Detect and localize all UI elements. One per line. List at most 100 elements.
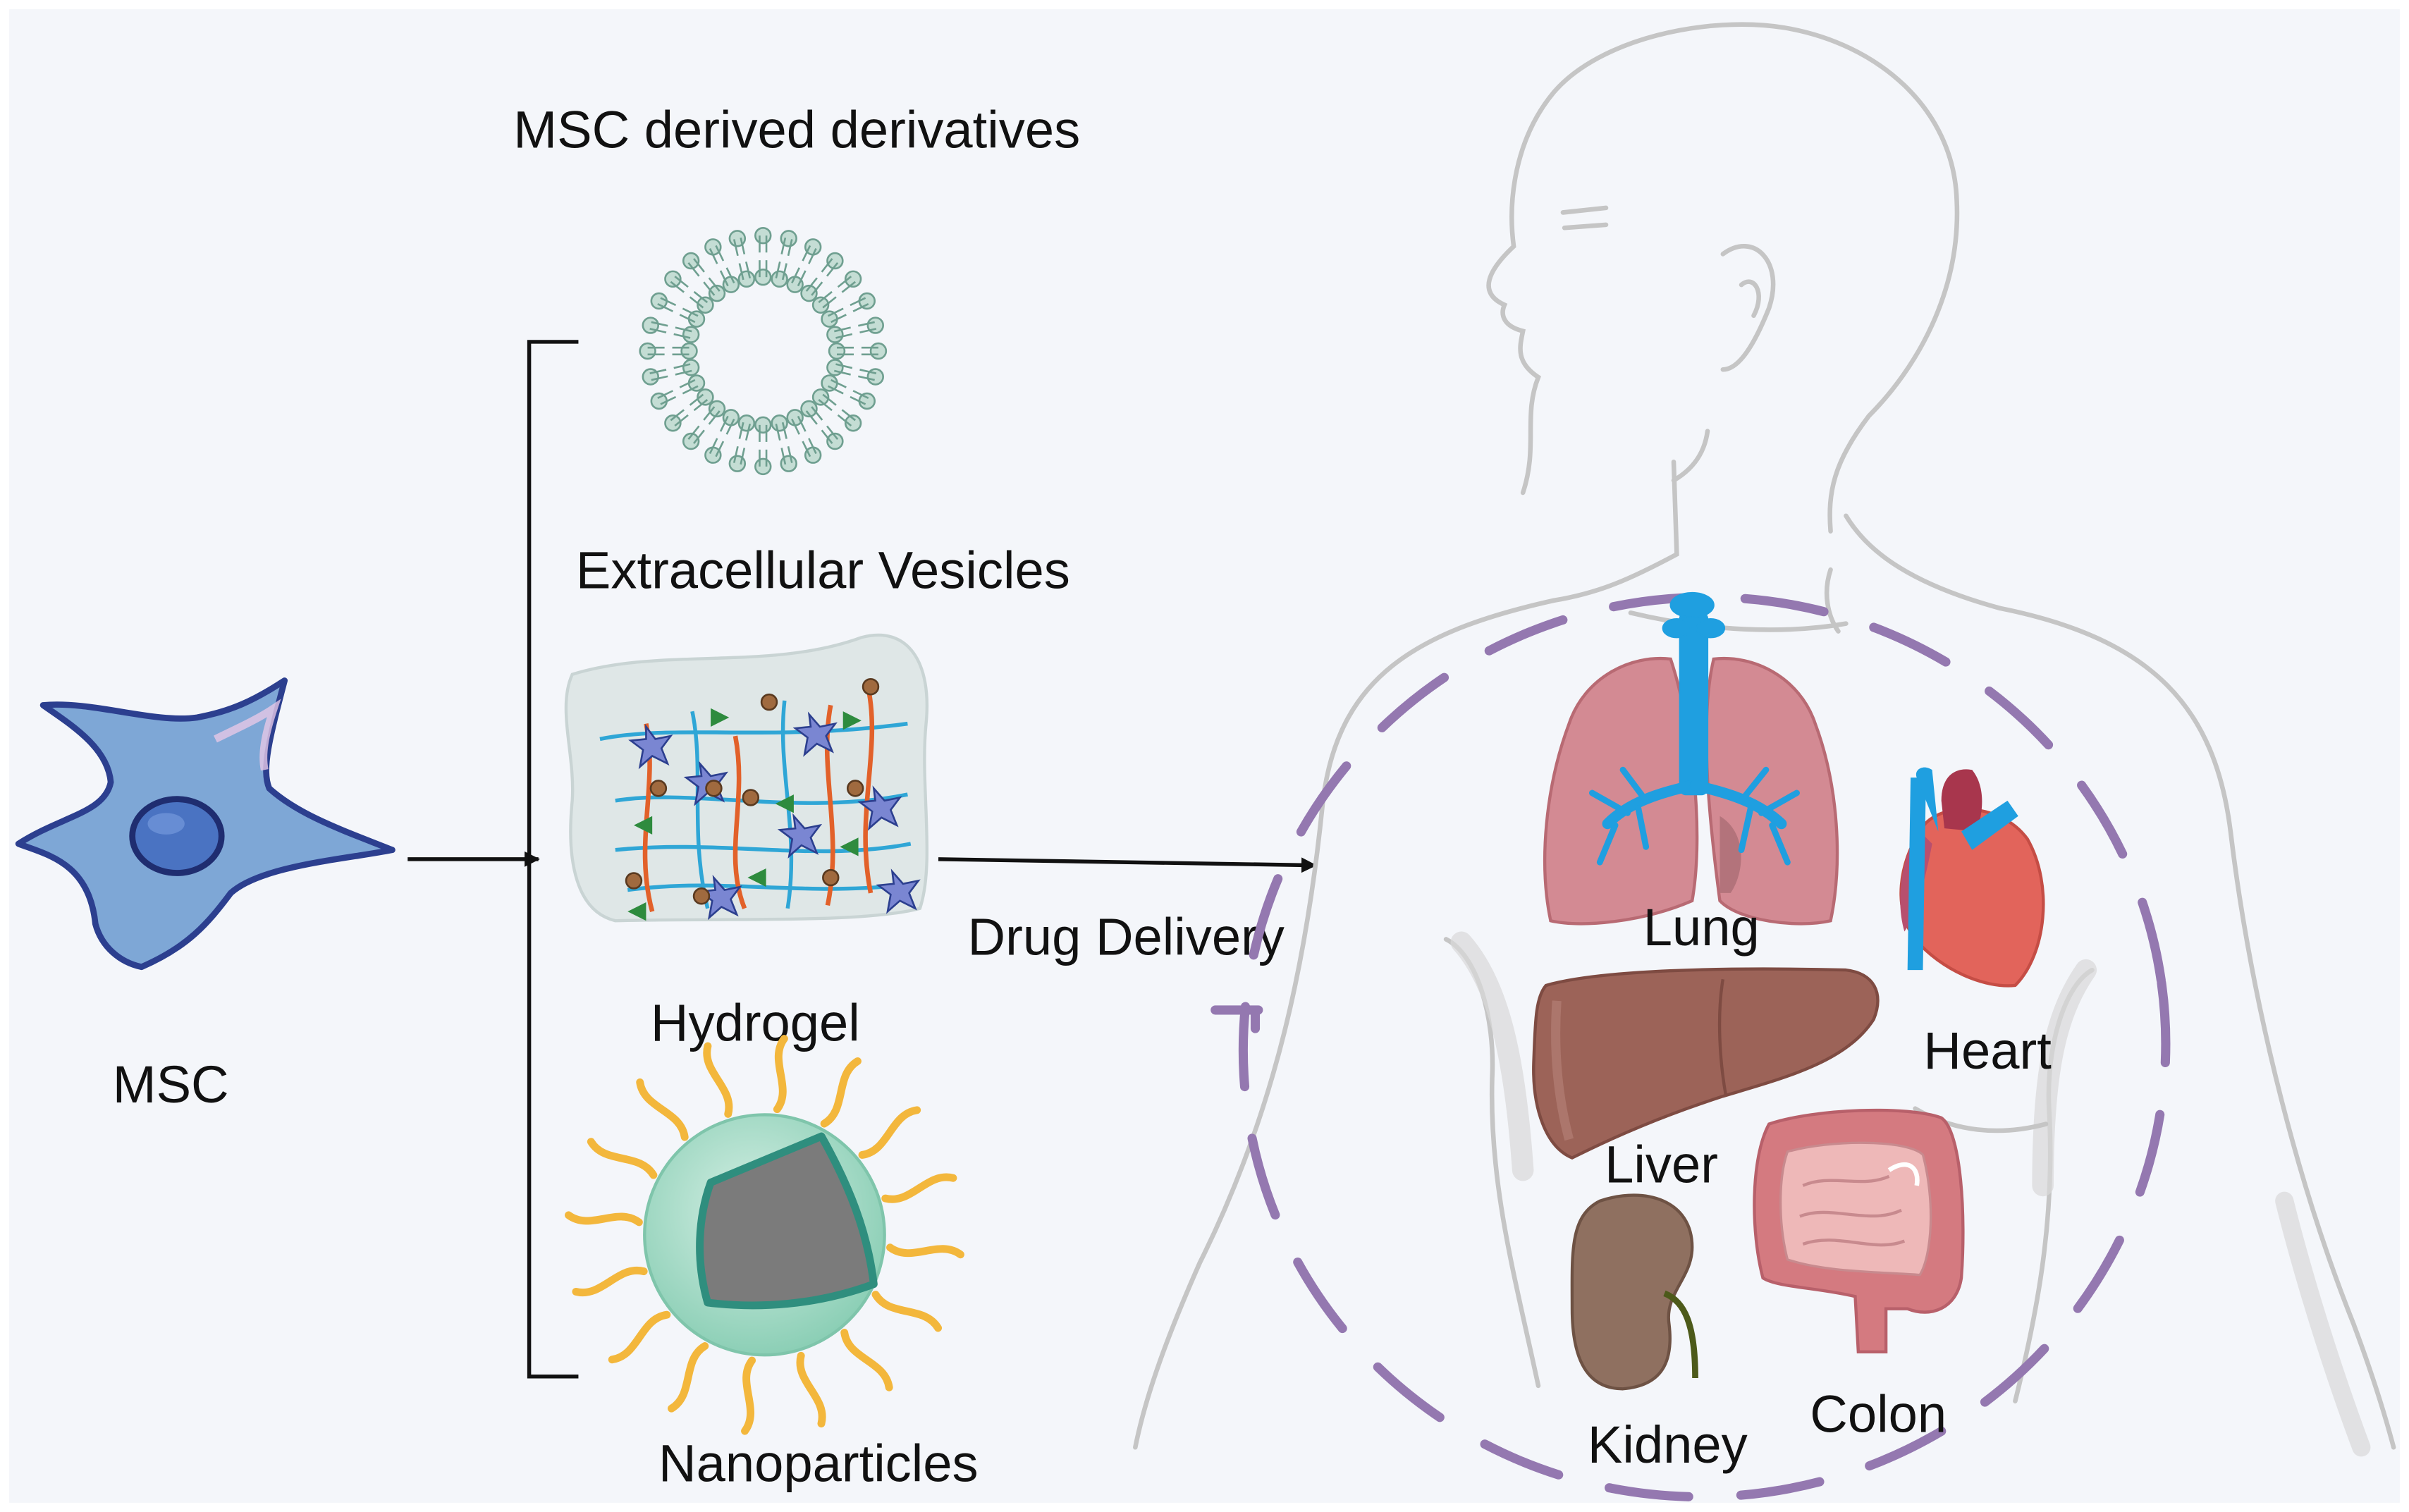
lipid-tail xyxy=(802,441,811,457)
extracellular-vesicle-icon xyxy=(639,226,888,476)
lipid-tail xyxy=(657,390,673,400)
lipid-tail xyxy=(850,395,866,405)
lipid-tail xyxy=(841,409,856,422)
lipid-head xyxy=(826,252,844,270)
lipid-tail xyxy=(674,414,689,426)
lipid-tail xyxy=(833,369,851,376)
lipid-tail xyxy=(808,438,817,455)
lipid-tail xyxy=(660,395,677,405)
lipid-tail xyxy=(791,267,800,284)
lipid-tail xyxy=(689,296,704,309)
nanoparticle-core-icon xyxy=(696,1132,878,1310)
derivatives-bracket xyxy=(527,340,579,1379)
lipid-tail xyxy=(725,418,735,435)
ring-tick-marks xyxy=(1210,1005,1263,1033)
extracellular-vesicles-label: Extracellular Vesicles xyxy=(576,541,1070,599)
lipid-head xyxy=(697,296,714,314)
lipid-tail xyxy=(802,245,811,262)
lipid-tail xyxy=(797,270,807,287)
lipid-tail xyxy=(852,390,869,400)
lipid-tail xyxy=(687,425,700,441)
lipid-tail xyxy=(651,375,668,381)
lipid-tail xyxy=(744,424,751,441)
lipid-tail xyxy=(858,375,875,381)
hydrogel-label: Hydrogel xyxy=(651,994,860,1052)
lipid-head xyxy=(697,388,714,406)
lipid-tail xyxy=(693,258,705,273)
lipid-head xyxy=(680,342,698,360)
lipid-tail xyxy=(797,415,807,432)
lipid-tail xyxy=(811,406,823,421)
lipid-head xyxy=(639,342,656,360)
nanoparticle-icon xyxy=(565,1035,964,1435)
lipid-tail xyxy=(649,328,667,333)
ligand-tail xyxy=(840,1329,893,1391)
colon-icon xyxy=(1753,1108,1965,1354)
lipid-tail xyxy=(775,424,781,441)
drug-delivery-arrow xyxy=(938,857,1317,873)
lipid-tail xyxy=(682,385,699,395)
lipid-tail xyxy=(740,448,746,465)
lipid-head xyxy=(682,252,700,270)
lipid-tail xyxy=(679,379,696,388)
heading-title: MSC derived derivatives xyxy=(513,101,1080,159)
heart-icon xyxy=(1899,767,2045,988)
lipid-tail xyxy=(805,277,818,292)
lipid-tail xyxy=(682,307,699,317)
kidney-icon xyxy=(1570,1193,1698,1391)
lipid-head xyxy=(826,432,844,450)
lipid-tail xyxy=(670,409,685,422)
lipid-head xyxy=(811,296,830,314)
ligand-tail xyxy=(667,1342,709,1413)
lipid-tail xyxy=(693,399,709,412)
lipid-tail xyxy=(837,276,852,288)
ligand-tail xyxy=(565,1211,643,1227)
lipid-tail xyxy=(740,237,746,254)
ligand-tail xyxy=(886,1243,964,1259)
lipid-tail xyxy=(689,393,704,406)
lipid-tail xyxy=(787,239,793,257)
lipid-tail xyxy=(674,276,689,288)
lipid-tail xyxy=(822,296,837,309)
ligand-tail xyxy=(796,1351,826,1428)
lipid-tail xyxy=(708,277,721,292)
lipid-tail xyxy=(719,270,729,287)
lipid-tail xyxy=(859,369,877,374)
lipid-tail xyxy=(841,281,856,293)
lipid-tail xyxy=(821,429,833,444)
lipid-tail xyxy=(859,328,877,333)
lipid-tail xyxy=(703,281,716,296)
lipid-tail xyxy=(850,297,866,307)
colon-label: Colon xyxy=(1810,1384,1947,1443)
ligand-tail xyxy=(703,1042,733,1118)
lipid-tail xyxy=(715,245,725,262)
ligand-tail xyxy=(587,1138,658,1179)
ligand-tail xyxy=(741,1356,756,1435)
lipid-tail xyxy=(673,333,691,339)
lipid-tail xyxy=(780,448,787,465)
lipid-tail xyxy=(693,429,705,444)
lipid-tail xyxy=(725,267,735,284)
lipid-tail xyxy=(738,263,744,281)
lipid-tail xyxy=(791,418,800,435)
lipid-tail xyxy=(675,369,692,376)
lipid-tail xyxy=(826,425,839,441)
nanoparticles-label: Nanoparticles xyxy=(658,1434,979,1492)
ligand-tail xyxy=(773,1035,788,1114)
lipid-head xyxy=(754,226,772,245)
lipid-tail xyxy=(858,321,875,327)
lipid-head xyxy=(811,388,830,406)
kidney-label: Kidney xyxy=(1588,1415,1748,1474)
lipid-tail xyxy=(852,303,869,312)
lipid-tail xyxy=(822,393,837,406)
liver-icon xyxy=(1532,967,1880,1160)
lipid-tail xyxy=(732,445,739,463)
ligand-tail xyxy=(572,1266,648,1297)
lipid-tail xyxy=(835,333,853,339)
lipid-tail xyxy=(837,414,852,426)
heart-label: Heart xyxy=(1923,1021,2052,1080)
hydrogel-icon xyxy=(564,633,929,923)
lipid-tail xyxy=(687,262,700,277)
lipid-tail xyxy=(821,258,833,273)
lipid-tail xyxy=(709,247,718,264)
